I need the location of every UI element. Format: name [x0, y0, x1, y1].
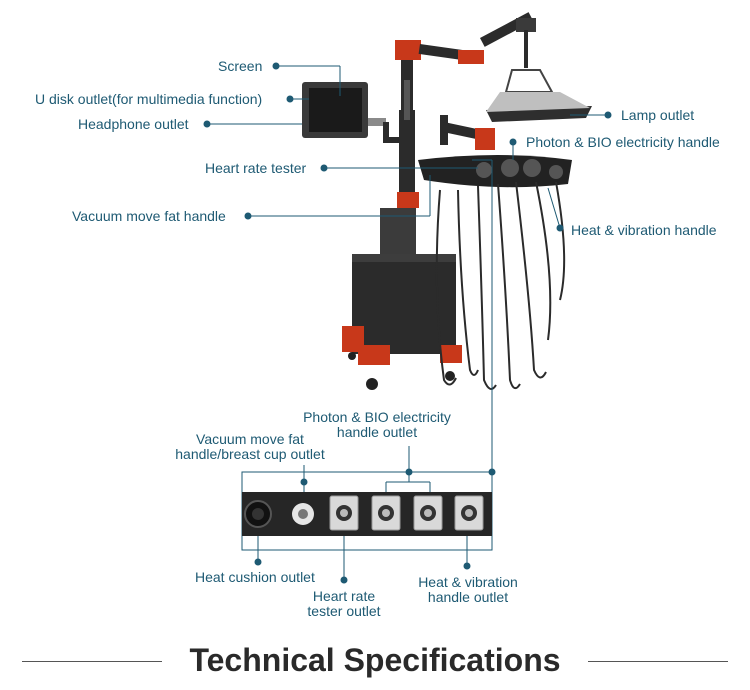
- label-vacuum-handle: Vacuum move fat handle: [72, 208, 226, 224]
- label-u-disk-outlet: U disk outlet(for multimedia function): [35, 91, 262, 107]
- label-vacuum-outlet-line2: handle/breast cup outlet: [160, 446, 340, 462]
- machine-illustration: [302, 12, 592, 390]
- label-heat-vib-outlet-line1: Heat & vibration: [398, 574, 538, 590]
- label-photon-bio-handle: Photon & BIO electricity handle: [526, 134, 720, 150]
- label-heart-rate-outlet-line1: Heart rate: [284, 588, 404, 604]
- label-heat-cushion-outlet: Heat cushion outlet: [195, 569, 315, 585]
- outlet-panel: [242, 472, 492, 550]
- label-heat-vibration-handle: Heat & vibration handle: [571, 222, 717, 238]
- label-lamp-outlet: Lamp outlet: [621, 107, 694, 123]
- footer-rule-right: [588, 661, 728, 662]
- label-screen: Screen: [218, 58, 262, 74]
- label-photon-outlet-line1: Photon & BIO electricity: [292, 409, 462, 425]
- label-vacuum-outlet-line1: Vacuum move fat: [160, 431, 340, 447]
- label-heart-rate-tester: Heart rate tester: [205, 160, 306, 176]
- label-heat-vib-outlet-line2: handle outlet: [398, 589, 538, 605]
- label-heart-rate-outlet-line2: tester outlet: [284, 603, 404, 619]
- label-headphone-outlet: Headphone outlet: [78, 116, 189, 132]
